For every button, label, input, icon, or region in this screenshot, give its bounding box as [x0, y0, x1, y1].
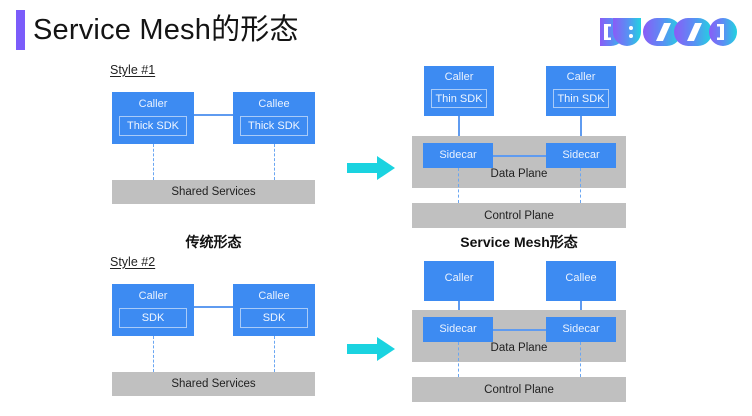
node-caller-tr-right[interactable]: Caller Thin SDK: [546, 66, 616, 116]
node-caller-2-label: Caller: [138, 290, 168, 302]
node-callee-1[interactable]: Callee Thick SDK: [233, 92, 315, 144]
dubbo-logo: [598, 17, 738, 47]
node-caller-2[interactable]: Caller SDK: [112, 284, 194, 336]
node-callee-2[interactable]: Callee SDK: [233, 284, 315, 336]
dashed-link-sidecar-control-top-right: [580, 168, 581, 203]
heading-service-mesh: Service Mesh形态: [460, 234, 578, 250]
node-callee-br-label: Callee: [565, 272, 597, 284]
node-sidecar-bottom-left-label: Sidecar: [439, 323, 477, 335]
node-callee-1-label: Callee: [258, 98, 290, 110]
node-callee-br[interactable]: Callee: [546, 261, 616, 301]
node-sidecar-bottom-left[interactable]: Sidecar: [423, 317, 493, 342]
link-sidecar-sidecar-top: [493, 155, 547, 157]
node-caller-1-label: Caller: [138, 98, 168, 110]
node-sidecar-top-left-label: Sidecar: [439, 149, 477, 161]
node-caller-br[interactable]: Caller: [424, 261, 494, 301]
sdk-box-2-callee: SDK: [240, 308, 308, 328]
node-sidecar-bottom-right-label: Sidecar: [562, 323, 600, 335]
link-caller-sidecar-tr-right: [580, 116, 582, 148]
label-data-plane-bottom: Data Plane: [490, 342, 548, 354]
node-caller-br-label: Caller: [444, 272, 474, 284]
dashed-link-sidecar-control-top-left: [458, 168, 459, 203]
dashed-link-callee-shared-1: [274, 144, 275, 180]
sdk-box-thin-2: Thin SDK: [553, 89, 609, 108]
link-caller-sidecar-tr-left: [458, 116, 460, 148]
bar-control-plane-bottom: Control Plane: [412, 377, 626, 402]
link-caller-callee-2: [193, 306, 233, 308]
dashed-link-caller-shared-2: [153, 336, 154, 372]
heading-traditional: 传统形态: [185, 234, 242, 250]
transform-arrow-bottom: [347, 337, 395, 366]
node-sidecar-top-right[interactable]: Sidecar: [546, 143, 616, 168]
label-data-plane-top: Data Plane: [490, 168, 548, 180]
node-caller-tr-left-label: Caller: [444, 71, 474, 83]
node-sidecar-bottom-right[interactable]: Sidecar: [546, 317, 616, 342]
dashed-link-sidecar-control-bottom-right: [580, 342, 581, 377]
sdk-box-2-caller: SDK: [119, 308, 187, 328]
transform-arrow-top: [347, 156, 395, 185]
style-label-2: Style #2: [110, 255, 156, 269]
node-sidecar-top-right-label: Sidecar: [562, 149, 600, 161]
bar-shared-services-1: Shared Services: [112, 180, 315, 204]
node-caller-tr-left[interactable]: Caller Thin SDK: [424, 66, 494, 116]
style-label-1: Style #1: [110, 63, 156, 77]
title-accent-bar: [16, 10, 25, 50]
node-caller-tr-right-label: Caller: [566, 71, 596, 83]
sdk-box-thick-2: Thick SDK: [240, 116, 308, 136]
dashed-link-callee-shared-2: [274, 336, 275, 372]
node-caller-1[interactable]: Caller Thick SDK: [112, 92, 194, 144]
sdk-box-thin-1: Thin SDK: [431, 89, 487, 108]
node-callee-2-label: Callee: [258, 290, 290, 302]
node-sidecar-top-left[interactable]: Sidecar: [423, 143, 493, 168]
link-caller-callee-1: [193, 114, 233, 116]
bar-shared-services-2: Shared Services: [112, 372, 315, 396]
page-title: Service Mesh的形态: [33, 14, 299, 46]
dashed-link-sidecar-control-bottom-left: [458, 342, 459, 377]
dashed-link-caller-shared-1: [153, 144, 154, 180]
sdk-box-thick-1: Thick SDK: [119, 116, 187, 136]
bar-control-plane-top: Control Plane: [412, 203, 626, 228]
link-sidecar-sidecar-bottom: [493, 329, 547, 331]
